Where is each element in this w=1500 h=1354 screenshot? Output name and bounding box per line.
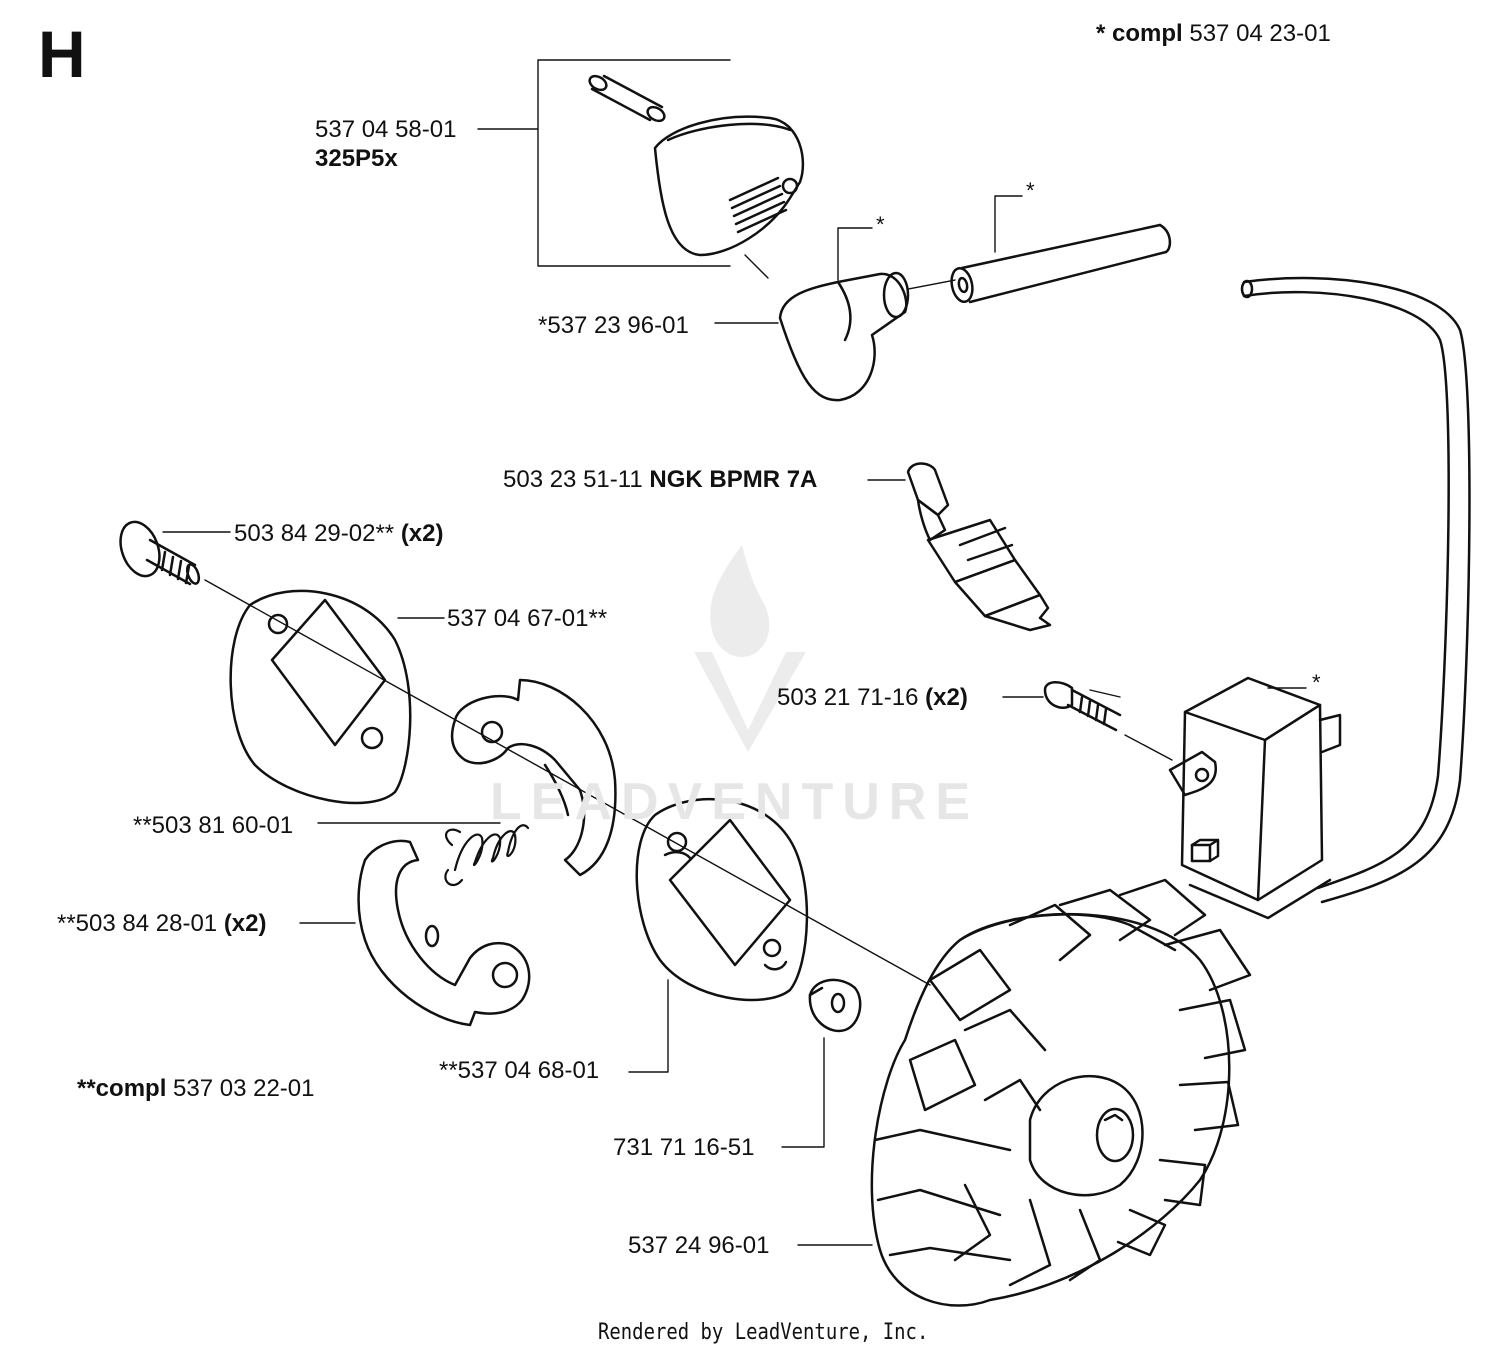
ignition-screw-label: 503 21 71-16 (x2)	[777, 684, 968, 712]
asterisk-mark: *	[1312, 670, 1321, 695]
spark-cap-number: *537 23 96-01	[538, 312, 689, 339]
clutch-shoe-lower-part	[357, 839, 531, 1027]
muffler-cover-model-text: 325P5x	[315, 145, 398, 172]
spark-plug-cap-part	[778, 271, 910, 402]
muffler-cover-number: 537 04 58-01	[315, 116, 457, 143]
watermark-logo-icon	[694, 545, 806, 752]
watermark-text: LEADVENTURE	[490, 773, 980, 831]
spark-plug-number: 503 23 51-11	[503, 466, 643, 493]
screw-qty: (x2)	[400, 520, 444, 547]
compl-bottom-prefix: **compl	[77, 1075, 167, 1102]
clutch-plate-outer-part	[229, 589, 412, 805]
washer-part	[808, 978, 862, 1033]
spark-plug-label: 503 23 51-11 NGK BPMR 7A	[503, 466, 817, 494]
shoe-qty: (x2)	[223, 910, 267, 937]
shoe-label: **503 84 28-01 (x2)	[57, 910, 267, 938]
ignition-lead-part	[950, 223, 1172, 304]
flywheel-number: 537 24 96-01	[628, 1232, 770, 1259]
spark-plug-part	[906, 462, 1052, 632]
spring-number: **503 81 60-01	[133, 812, 294, 839]
screw-number: 503 84 29-02**	[234, 520, 395, 547]
compl-bottom-label: **compl 537 03 22-01	[77, 1075, 315, 1103]
pin-part	[588, 74, 666, 123]
shoe-number: **503 84 28-01	[57, 910, 218, 937]
ignition-bolt-part	[1043, 681, 1122, 732]
plate-inner-number: **537 04 68-01	[439, 1057, 600, 1084]
plate-outer-number: 537 04 67-01**	[447, 605, 608, 632]
ignition-module-part	[1168, 676, 1342, 920]
ignition-screw-number: 503 21 71-16	[777, 684, 919, 711]
cable-part	[1240, 276, 1471, 904]
clutch-spring-part	[444, 824, 530, 887]
compl-bottom-code: 537 03 22-01	[173, 1075, 315, 1102]
flywheel-part	[870, 878, 1252, 1307]
clutch-plate-inner-part	[635, 797, 809, 1002]
leader-lines	[162, 59, 1307, 1246]
muffler-cover-model: 325P5x	[315, 145, 398, 173]
footer-credit: Rendered by LeadVenture, Inc.	[598, 1320, 929, 1345]
compl-top-prefix: * compl	[1096, 20, 1183, 47]
asterisk-mark: *	[1026, 178, 1035, 203]
compl-top-label: * compl 537 04 23-01	[1096, 20, 1331, 48]
asterisk-mark: *	[876, 212, 885, 237]
section-letter: H	[38, 17, 86, 91]
compl-top-code: 537 04 23-01	[1189, 20, 1331, 47]
screw-label: 503 84 29-02** (x2)	[234, 520, 444, 548]
spark-plug-type: NGK BPMR 7A	[649, 466, 818, 493]
ignition-screw-qty: (x2)	[925, 684, 968, 711]
washer-number: 731 71 16-51	[613, 1134, 755, 1161]
shoulder-bolt-part	[119, 520, 201, 586]
muffler-cover-part	[653, 115, 805, 257]
clutch-shoe-upper-part	[450, 678, 617, 877]
